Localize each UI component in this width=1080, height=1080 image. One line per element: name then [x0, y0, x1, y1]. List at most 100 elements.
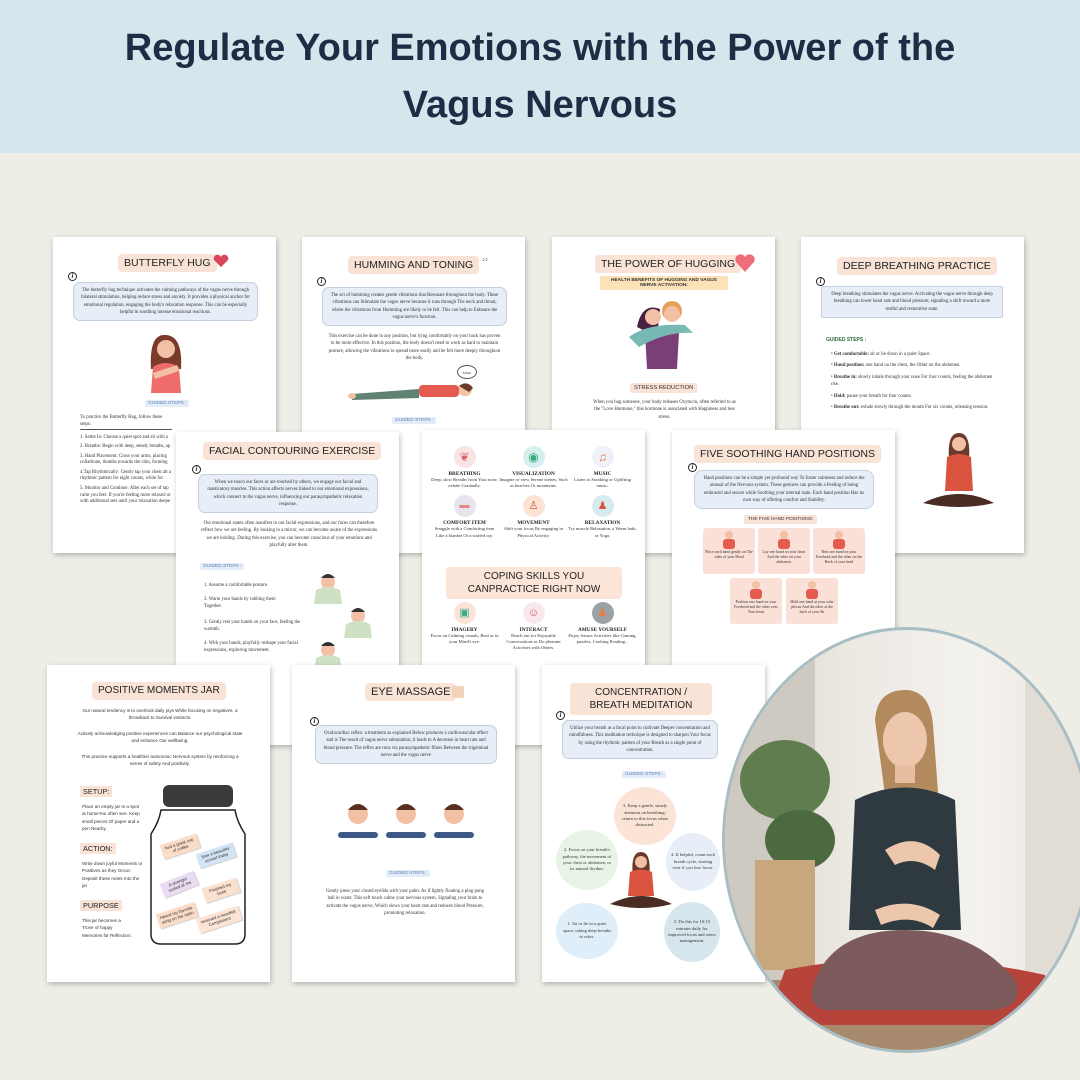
bullet-3: This practice supports a healthier auton… — [81, 754, 239, 767]
step-5-bubble: 5. Do this for 10-15 minutes daily for i… — [664, 902, 720, 962]
page-title: Regulate Your Emotions with the Power of… — [124, 26, 956, 126]
info-icon: i — [816, 277, 825, 286]
step-1-bubble: 1. Sit or lie in a quiet space, taking d… — [556, 903, 618, 959]
info-box: Deep breathing stimulates the vagus nerv… — [821, 286, 1003, 318]
info-icon: i — [688, 463, 697, 472]
info-box: Utilize your breath as a focal point to … — [562, 720, 718, 760]
movement-icon: ♙ — [522, 495, 545, 518]
step-2: 2. Breathe: Begin with deep, steady brea… — [80, 444, 171, 450]
body-text: This exercise can be done in any positio… — [328, 334, 501, 362]
step-3: 3. Hand Placement: Cross your arms, plac… — [80, 453, 168, 466]
hand-position-card: Position one hand on your Forehead and t… — [730, 578, 782, 624]
face-massage-illustration-1 — [314, 574, 342, 604]
guided-steps-label: GUIDED STEPS : — [826, 337, 867, 343]
step-2-bubble: 2. Focus on your breath's pathway, the m… — [556, 830, 618, 890]
step-1: 1. Assume a comfortable posture. — [204, 583, 269, 588]
sound-waves-icon: ♪♪ — [482, 257, 488, 263]
hand-position-card: Lay one hand on your heart And the other… — [758, 528, 810, 574]
section-heading: STRESS REDUCTION — [630, 383, 698, 393]
subtitle: HEALTH BENEFITS OF HUGGING AND VAGUS NER… — [600, 276, 728, 290]
page-eye-massage: EYE MASSAGE i Oculocardiac reflex: a tre… — [292, 665, 515, 982]
info-icon: i — [68, 272, 77, 281]
bullet-1: Our natural tendency is to overlook dail… — [82, 708, 238, 721]
setup-heading: SETUP: — [80, 786, 113, 797]
step-3: • Breathe in: slowly inhale through your… — [831, 374, 993, 388]
hugging-self-illustration — [150, 334, 182, 393]
woman-meditating-photo-illustration — [725, 630, 1080, 1050]
page-facial-contouring: FACIAL CONTOURING EXERCISE i When we tou… — [176, 432, 399, 745]
guided-steps-label: GUIDED STEPS : — [145, 400, 190, 407]
massage-icon — [452, 686, 464, 698]
step-2: • Hand position: one hand on the chest, … — [831, 363, 961, 369]
guided-steps-label: GUIDED STEPS : — [622, 771, 667, 778]
body-text: Our emotional states often manifest in o… — [201, 521, 377, 549]
meditating-woman-illustration — [923, 433, 994, 507]
header-banner: Regulate Your Emotions with the Power of… — [0, 0, 1080, 153]
meditating-woman-illustration — [610, 852, 672, 908]
guided-steps-label: GUIDED STEPS : — [200, 563, 245, 570]
page-title-pill: FIVE SOOTHING HAND POSITIONS — [694, 445, 882, 463]
page-title-pill: CONCENTRATION / BREATH MEDITATION — [570, 683, 712, 715]
info-box: The act of humming creates gentle vibrat… — [322, 287, 507, 327]
steps-list: • Get comfortable: sit or lie down in a … — [831, 351, 996, 415]
steps-intro: To practice the Butterfly Hug, follow th… — [80, 415, 172, 430]
page-title-pill: HUMMING AND TONING — [348, 256, 480, 274]
hand-position-figure — [806, 581, 818, 599]
thought-bubble: Mmm — [457, 365, 477, 379]
info-box: The butterfly hug technique activates th… — [73, 282, 258, 322]
step-4: 4.Tap Rhythmically: Gently tap your ches… — [80, 469, 172, 482]
step-4: 4. With your hands, playfully reshape yo… — [204, 641, 298, 654]
people-icon: ☺ — [522, 602, 545, 624]
leisure-icon: ♟ — [591, 602, 614, 624]
step-5: 5. Monitor and Continue: After each set … — [80, 485, 171, 505]
meditation-photo — [722, 627, 1080, 1053]
steps-list: 1. Settle In: Choose a quiet spot and si… — [80, 435, 172, 506]
purpose-heading: PURPOSE — [80, 900, 122, 911]
page-title-pill: EYE MASSAGE — [365, 683, 457, 701]
page-title-pill: THE POWER OF HUGGING — [595, 255, 742, 273]
eye-icon: ◉ — [522, 446, 545, 468]
purpose-text: This jar becomes a Trove of happy Memori… — [82, 918, 132, 938]
guided-steps-label: GUIDED STEPS : — [386, 870, 431, 877]
info-box: When we touch our faces or are touched b… — [198, 474, 378, 514]
blanket-icon: ▬ — [453, 495, 476, 518]
heart-icon — [213, 254, 229, 267]
info-icon: i — [556, 711, 565, 720]
lungs-icon: ❦ — [453, 446, 476, 468]
page-title-pill: BUTTERFLY HUG — [118, 254, 217, 272]
hand-position-figure — [723, 531, 735, 549]
step-4: • Hold: pause your breath for four count… — [831, 393, 912, 399]
lying-person-illustration — [348, 383, 473, 400]
body-text: Gently press your closed eyelids with yo… — [325, 889, 485, 917]
info-icon: i — [317, 277, 326, 286]
setup-text: Place an empty jar In a spot at homeYou … — [82, 804, 140, 832]
page-title-pill: DEEP BREATHING PRACTICE — [837, 257, 997, 275]
face-massage-illustration-2 — [344, 608, 372, 638]
info-box: Hand positions can be a simple yet profo… — [694, 470, 874, 510]
yoga-icon: ♟ — [591, 495, 614, 518]
step-1: • Get comfortable: sit or lie down in a … — [831, 352, 931, 357]
body-text: When you hug someone, your body releases… — [593, 400, 736, 420]
music-icon: ♫ — [591, 446, 614, 468]
action-text: Write down joyful Moments or Positives a… — [82, 861, 143, 889]
step-4-bubble: 4. If helpful, count each breath cycle, … — [666, 833, 720, 891]
bullet-2: Actively acknowledging positive experien… — [77, 731, 243, 744]
page-deep-breathing: DEEP BREATHING PRACTICE i Deep breathing… — [801, 237, 1024, 553]
hand-position-figure — [833, 531, 845, 549]
section-heading: THE FIVE HAND POSITIONS: — [744, 515, 818, 524]
picture-icon: ▣ — [453, 602, 476, 624]
action-heading: ACTION: — [80, 843, 116, 854]
step-1: 1. Settle In: Choose a quiet spot and si… — [80, 435, 169, 440]
step-5: • Breathe out: exhale slowly through the… — [831, 405, 989, 411]
page-title-pill: POSITIVE MOMENTS JAR — [92, 682, 226, 700]
page-power-of-hugging: THE POWER OF HUGGING HEALTH BENEFITS OF … — [552, 237, 775, 553]
